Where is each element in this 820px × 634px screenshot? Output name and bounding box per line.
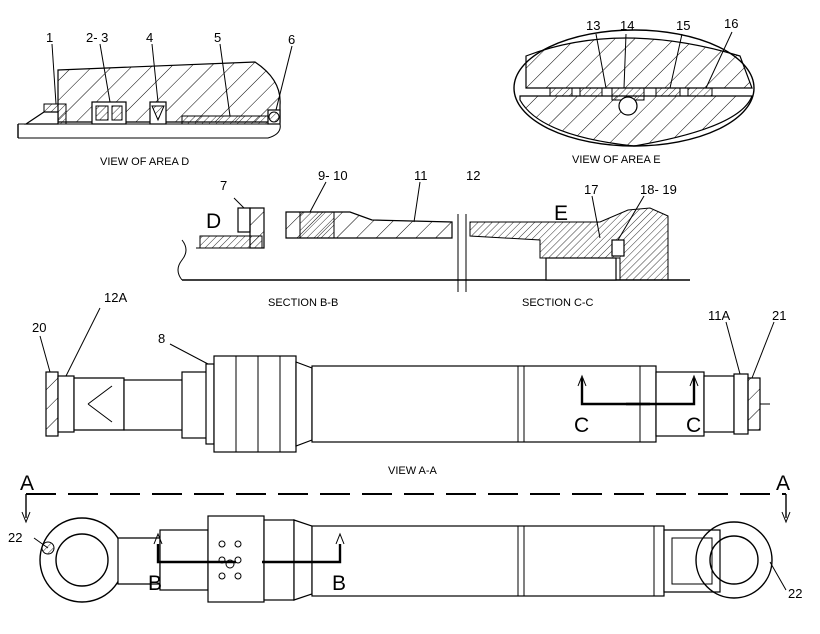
section-marker-b-right: B: [332, 572, 346, 595]
caption-view-area-d: VIEW OF AREA D: [100, 156, 189, 168]
callout-11: 11: [414, 168, 428, 183]
callout-18-19: 18- 19: [640, 182, 677, 197]
callout-1: 1: [46, 30, 53, 45]
view-marker-a-left: A: [20, 472, 34, 495]
view-area-e-detail: [513, 29, 755, 147]
callout-17: 17: [584, 182, 598, 197]
callout-21: 21: [772, 308, 786, 323]
callout-14: 14: [620, 18, 634, 33]
callout-11a: 11A: [708, 308, 730, 323]
callout-16: 16: [724, 16, 738, 31]
caption-section-c-c: SECTION C-C: [522, 297, 594, 309]
section-marker-c-right: C: [686, 414, 701, 437]
cylinder-assembly-top-view: [33, 515, 787, 603]
callout-2-3: 2- 3: [86, 30, 108, 45]
callout-6: 6: [288, 32, 295, 47]
section-views: [177, 181, 690, 292]
callout-22-right: 22: [788, 586, 802, 601]
view-a-a-cut-line: [21, 493, 791, 524]
detail-marker-e: E: [554, 202, 568, 225]
section-marker-b-left: B: [148, 572, 162, 595]
section-marker-c-left: C: [574, 414, 589, 437]
callout-13: 13: [586, 18, 600, 33]
caption-view-area-e: VIEW OF AREA E: [572, 154, 661, 166]
view-area-d-detail: [17, 43, 293, 139]
callout-5: 5: [214, 30, 221, 45]
caption-view-a-a: VIEW A-A: [388, 465, 438, 477]
callout-22-left: 22: [8, 530, 22, 545]
callout-12a: 12A: [104, 290, 127, 305]
view-a-a-assembly: [39, 307, 775, 453]
callout-20: 20: [32, 320, 46, 335]
callout-8: 8: [158, 331, 165, 346]
detail-marker-d: D: [206, 210, 221, 233]
callout-7: 7: [220, 178, 227, 193]
view-marker-a-right: A: [776, 472, 790, 495]
callout-4: 4: [146, 30, 153, 45]
callout-12: 12: [466, 168, 480, 183]
callout-9-10: 9- 10: [318, 168, 348, 183]
callout-15: 15: [676, 18, 690, 33]
caption-section-b-b: SECTION B-B: [268, 297, 338, 309]
